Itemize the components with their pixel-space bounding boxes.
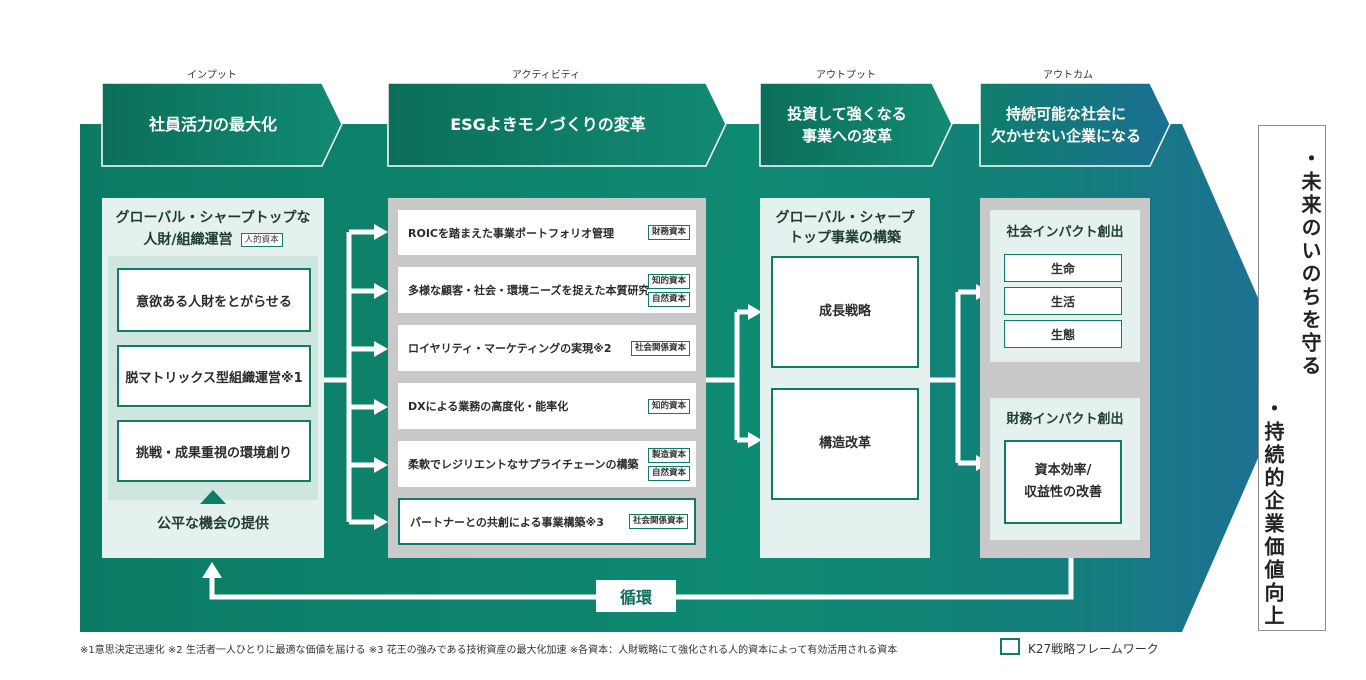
activity-item-6: パートナーとの共創による事業構築※3 社会関係資本 — [398, 498, 696, 545]
goal-1: ・未来のいのちを守る — [1298, 148, 1322, 378]
activity-item-1-tag-1: 財務資本 — [647, 225, 690, 240]
financial-impact-box: 財務インパクト創出 資本効率/ 収益性の改善 — [990, 398, 1140, 540]
activity-item-5-tag-1: 製造資本 — [647, 447, 690, 463]
input-item-3: 挑戦・成果重視の環境創り — [117, 420, 311, 482]
stage-header-shape-1 — [101, 82, 343, 167]
output-title: グローバル・シャープ トップ事業の構築 — [775, 210, 915, 246]
activity-item-1: ROICを踏まえた事業ポートフォリオ管理 財務資本 — [398, 210, 696, 255]
legend-swatch — [1000, 638, 1020, 655]
input-title-line2: 人財/組織運営 — [143, 232, 233, 248]
input-title-line2-wrap: 人財/組織運営 人的資本 — [102, 229, 324, 250]
financial-impact-title: 財務インパクト創出 — [1006, 412, 1124, 427]
activity-item-2-tag-2: 自然資本 — [647, 291, 690, 307]
footnote: ※1意思決定迅速化 ※2 生活者一人ひとりに最適な価値を届ける ※3 花王の強み… — [80, 645, 898, 656]
output-connector — [930, 289, 978, 466]
activity-item-2: 多様な顧客・社会・環境ニーズを捉えた本質研究 知的資本 自然資本 — [398, 267, 696, 313]
stage-header-shape-2 — [387, 82, 727, 167]
input-panel: グローバル・シャープトップな 人財/組織運営 人的資本 意欲ある人財をとがらせる… — [102, 198, 324, 558]
cycle-label: 循環 — [596, 580, 676, 612]
legend-label: K27戦略フレームワーク — [1028, 642, 1159, 656]
stage-header-input: 社員活力の最大化 — [148, 114, 277, 134]
up-triangle-icon — [200, 490, 226, 504]
goal-2: ・持続的企業価値向上 — [1261, 398, 1285, 628]
activity-item-4-label: DXによる業務の高度化・能率化 — [408, 400, 569, 413]
output-panel: グローバル・シャープ トップ事業の構築 成長戦略 構造改革 — [760, 198, 930, 558]
stage-header-activity: ESGよきモノづくりの変革 — [450, 114, 646, 134]
activity-item-5-label: 柔軟でレジリエントなサプライチェーンの構築 — [408, 458, 639, 471]
stage-header-output: 投資して強くなる 事業への変革 — [787, 104, 907, 145]
goals-box: ・未来のいのちを守る ・持続的企業価値向上 — [1258, 125, 1326, 631]
stage-header-shape-3 — [759, 82, 953, 167]
financial-impact-item: 資本効率/ 収益性の改善 — [1004, 440, 1122, 524]
activity-item-5-tag-2: 自然資本 — [647, 465, 690, 481]
social-impact-box: 社会インパクト創出 生命 生活 生態 — [990, 210, 1140, 362]
activity-item-2-tag-1: 知的資本 — [647, 273, 690, 289]
activity-item-6-tag-1: 社会関係資本 — [628, 514, 688, 529]
social-impact-life: 生命 — [1004, 254, 1122, 282]
stage-label-outcome: アウトカム — [1043, 70, 1093, 81]
stage-label-input: インプット — [187, 70, 237, 81]
input-item-1: 意欲ある人財をとがらせる — [117, 268, 311, 332]
activity-item-1-label: ROICを踏まえた事業ポートフォリオ管理 — [408, 226, 614, 240]
input-title-line1: グローバル・シャープトップな — [115, 210, 311, 226]
stage-header-outcome: 持続可能な社会に 欠かせない企業になる — [990, 104, 1141, 145]
activity-item-3-label: ロイヤリティ・マーケティングの実現※2 — [408, 342, 612, 355]
output-item-restructure: 構造改革 — [771, 388, 919, 500]
activity-item-4: DXによる業務の高度化・能率化 知的資本 — [398, 383, 696, 429]
social-impact-title: 社会インパクト創出 — [1006, 225, 1124, 240]
activity-item-3: ロイヤリティ・マーケティングの実現※2 社会関係資本 — [398, 325, 696, 371]
activity-item-3-tag-1: 社会関係資本 — [630, 340, 690, 356]
activity-item-2-label: 多様な顧客・社会・環境ニーズを捉えた本質研究 — [408, 284, 650, 297]
stage-header-shape-4 — [979, 82, 1171, 167]
input-connector — [323, 229, 376, 525]
stage-label-output: アウトプット — [816, 70, 876, 81]
social-impact-living: 生活 — [1004, 287, 1122, 315]
outcome-panel: 社会インパクト創出 生命 生活 生態 財務インパクト創出 資本効率/ 収益性の改… — [980, 198, 1150, 558]
activity-item-4-tag-1: 知的資本 — [647, 398, 690, 414]
activity-connector — [706, 309, 750, 443]
input-item-2: 脱マトリックス型組織運営※1 — [117, 345, 311, 407]
activity-item-6-label: パートナーとの共創による事業構築※3 — [410, 515, 604, 529]
activity-item-5: 柔軟でレジリエントなサプライチェーンの構築 製造資本 自然資本 — [398, 441, 696, 487]
input-title-tag: 人的資本 — [240, 233, 283, 247]
input-connector-arrowheads — [374, 224, 388, 530]
stage-label-activity: アクティビティ — [511, 70, 581, 81]
output-item-growth: 成長戦略 — [771, 256, 919, 368]
social-impact-ecology: 生態 — [1004, 320, 1122, 348]
input-base: 公平な機会の提供 — [157, 516, 269, 532]
